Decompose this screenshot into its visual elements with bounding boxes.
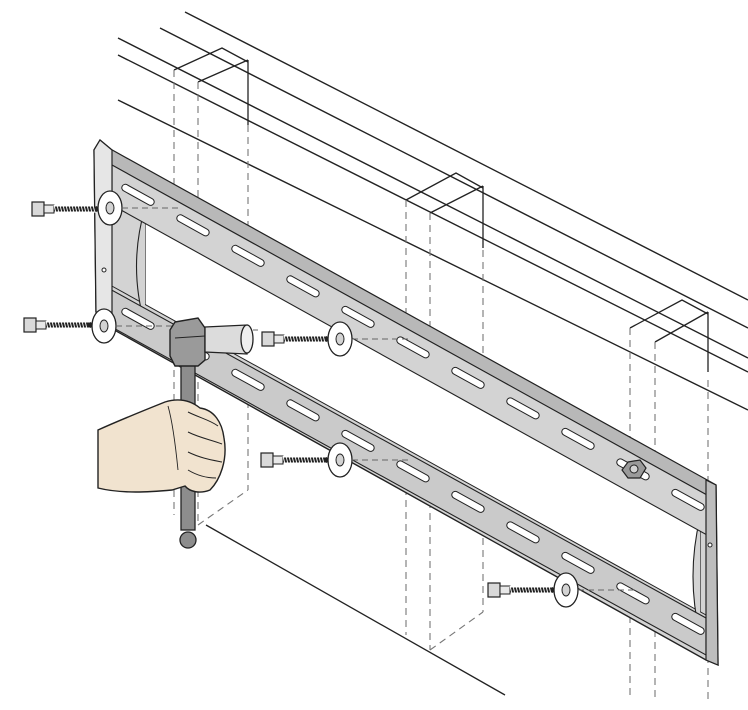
plate-slot <box>561 551 595 574</box>
plate-slot <box>451 490 485 513</box>
lag-bolt <box>260 442 410 478</box>
plate-slot <box>561 427 595 450</box>
washer <box>327 442 353 478</box>
lag-bolt <box>23 308 174 344</box>
plate-slot <box>341 305 375 328</box>
plate-slot <box>341 429 375 452</box>
plate-slot <box>176 214 210 237</box>
plate-slot <box>616 582 650 605</box>
plate-slot <box>671 488 705 511</box>
plate-slot <box>396 460 430 483</box>
plate-slot <box>451 366 485 389</box>
level-adjust-nut <box>621 459 647 479</box>
hand-icon <box>97 399 226 493</box>
wall-bottom-line <box>205 524 506 696</box>
plate-slots-upper <box>121 183 705 511</box>
plate-slot <box>286 399 320 422</box>
washer <box>327 321 353 357</box>
plate-slot <box>231 368 265 391</box>
plate-slot <box>121 183 155 206</box>
plate-slot <box>506 397 540 420</box>
lag-bolt <box>31 190 180 226</box>
lag-bolt-set <box>23 190 636 608</box>
washer <box>553 572 579 608</box>
washer <box>97 190 123 226</box>
lag-bolt <box>261 321 410 357</box>
wall-stud-left <box>173 47 249 125</box>
plate-slot <box>286 275 320 298</box>
plate-slot <box>671 612 705 635</box>
plate-slot <box>121 307 155 330</box>
lag-bolt <box>487 572 636 608</box>
wall-stud-middle <box>405 172 484 248</box>
wall-stud-right <box>629 299 709 372</box>
plate-slot <box>231 244 265 267</box>
washer <box>91 308 117 344</box>
wall-mount-plate <box>93 138 719 667</box>
plate-slot <box>506 521 540 544</box>
wall-top-plates <box>117 11 748 411</box>
